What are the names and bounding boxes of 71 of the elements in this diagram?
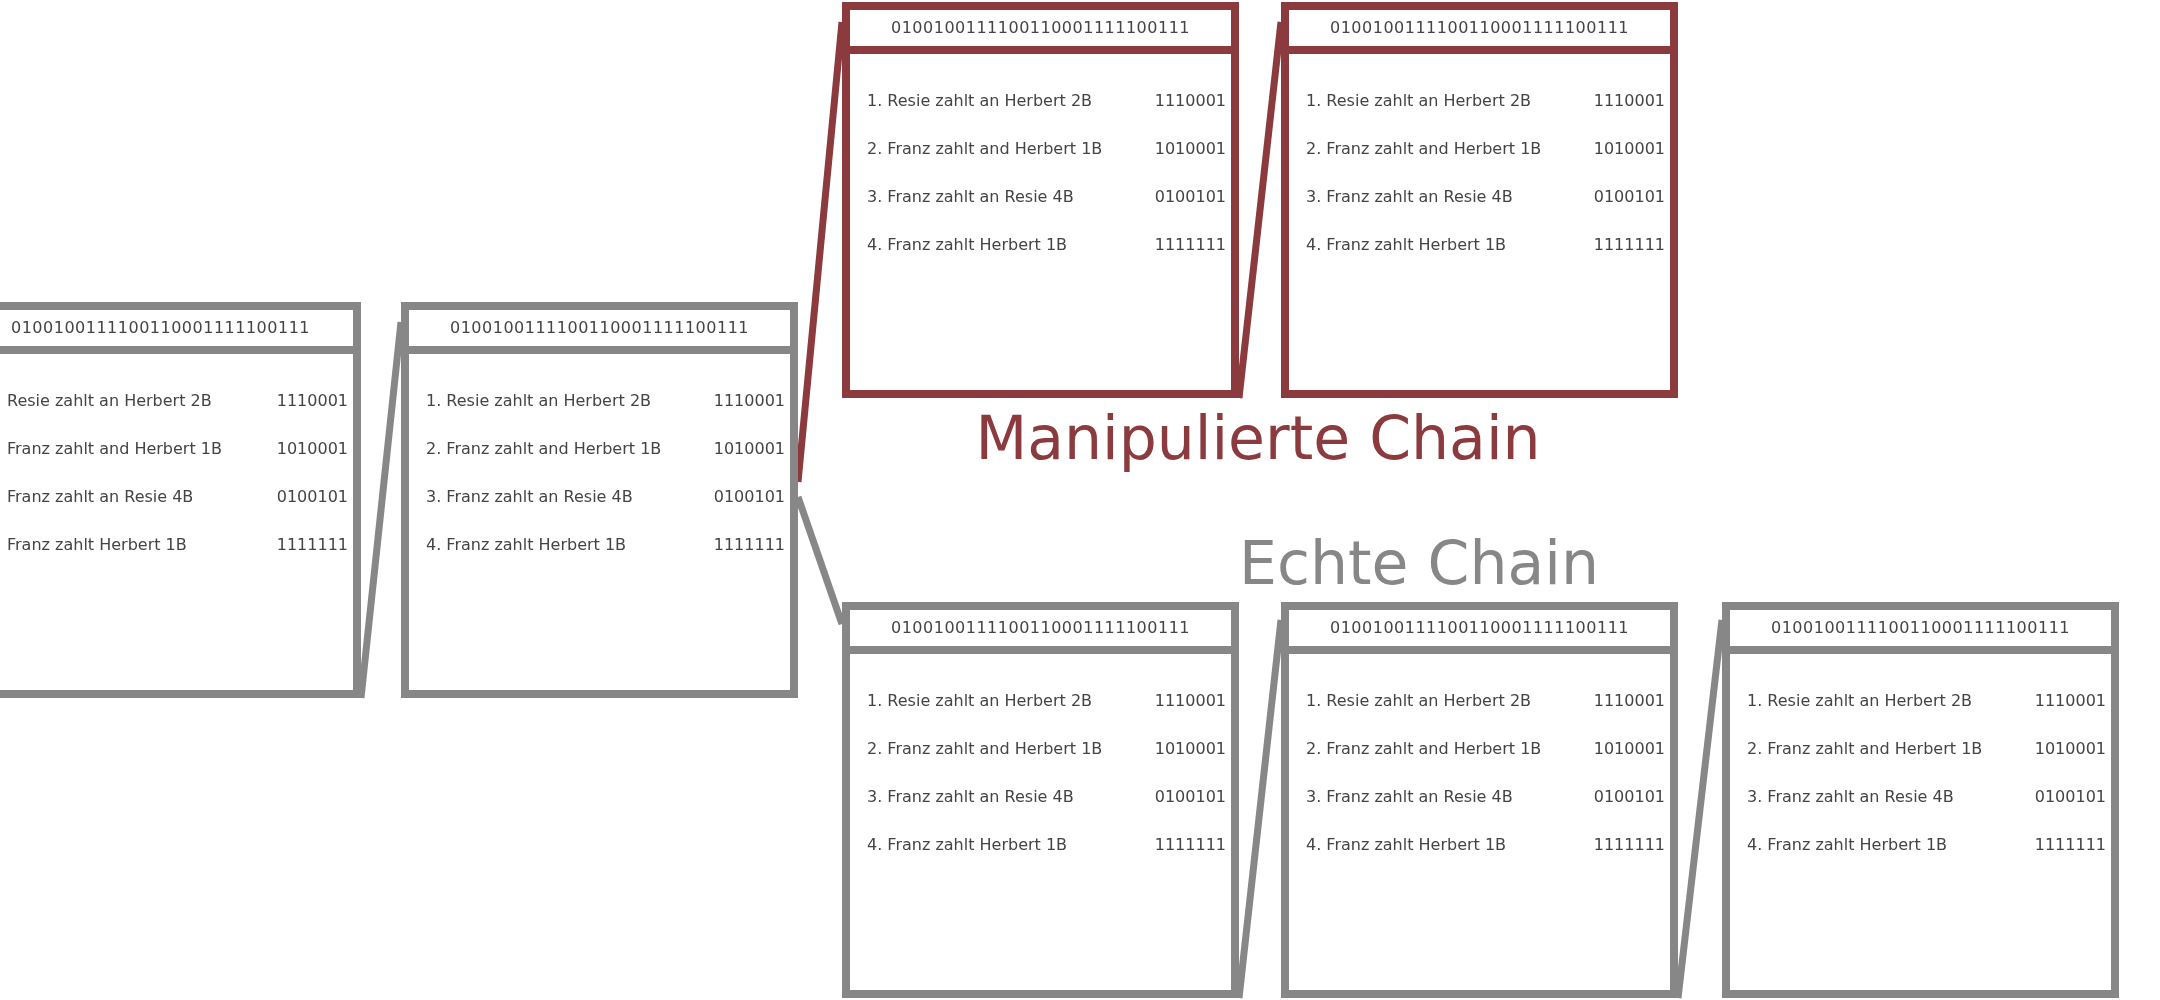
transaction-text: 4. Franz zahlt Herbert 1B [1306,834,1507,856]
transaction-text: 1. Resie zahlt an Herbert 2B [1306,90,1532,112]
transaction-text: 2. Franz zahlt and Herbert 1B [867,138,1103,160]
block-box [1281,602,1678,998]
transaction-hash: 1111111 [1593,234,1665,256]
block-hash: 0100100111100110001111100111 [1330,617,1629,639]
transaction-hash: 1110001 [1593,90,1665,112]
transaction-text: 2. Franz zahlt and Herbert 1B [1747,738,1983,760]
block-hash: 0100100111100110001111100111 [891,17,1190,39]
transaction-hash: 0100101 [1154,186,1226,208]
transaction-text: Resie zahlt an Herbert 2B [7,390,212,412]
block-box [842,602,1239,998]
block-hash: 0100100111100110001111100111 [11,317,310,339]
transaction-hash: 1010001 [1154,738,1226,760]
block-box [842,2,1239,398]
transaction-hash: 1010001 [2034,738,2106,760]
transaction-hash: 1010001 [276,438,348,460]
transaction-hash: 1010001 [1593,738,1665,760]
transaction-text: 4. Franz zahlt Herbert 1B [867,234,1068,256]
transaction-hash: 1110001 [1593,690,1665,712]
transaction-text: Franz zahlt Herbert 1B [7,534,187,556]
transaction-hash: 0100101 [1154,786,1226,808]
transaction-text: 1. Resie zahlt an Herbert 2B [1747,690,1973,712]
block-hash: 0100100111100110001111100111 [891,617,1190,639]
transaction-text: 3. Franz zahlt an Resie 4B [867,186,1074,208]
transaction-hash: 1111111 [1154,834,1226,856]
transaction-hash: 1110001 [1154,90,1226,112]
transaction-text: 3. Franz zahlt an Resie 4B [867,786,1074,808]
transaction-text: 2. Franz zahlt and Herbert 1B [867,738,1103,760]
transaction-text: 1. Resie zahlt an Herbert 2B [426,390,652,412]
transaction-text: Franz zahlt an Resie 4B [7,486,194,508]
transaction-text: 4. Franz zahlt Herbert 1B [867,834,1068,856]
transaction-text: Franz zahlt and Herbert 1B [7,438,222,460]
transaction-hash: 1010001 [713,438,785,460]
transaction-hash: 1111111 [1154,234,1226,256]
transaction-hash: 1111111 [1593,834,1665,856]
transaction-hash: 1110001 [2034,690,2106,712]
chain-title: Echte Chain [1239,533,1599,593]
transaction-hash: 1010001 [1154,138,1226,160]
transaction-text: 1. Resie zahlt an Herbert 2B [867,90,1093,112]
block-hash: 0100100111100110001111100111 [1330,17,1629,39]
transaction-text: 2. Franz zahlt and Herbert 1B [1306,738,1542,760]
transaction-hash: 1110001 [713,390,785,412]
transaction-hash: 0100101 [713,486,785,508]
block-hash: 0100100111100110001111100111 [1771,617,2070,639]
transaction-hash: 0100101 [1593,786,1665,808]
block-box [1281,2,1678,398]
transaction-text: 4. Franz zahlt Herbert 1B [1306,234,1507,256]
transaction-hash: 0100101 [1593,186,1665,208]
transaction-hash: 0100101 [276,486,348,508]
transaction-text: 2. Franz zahlt and Herbert 1B [426,438,662,460]
transaction-text: 4. Franz zahlt Herbert 1B [1747,834,1948,856]
transaction-text: 3. Franz zahlt an Resie 4B [1306,786,1513,808]
transaction-text: 1. Resie zahlt an Herbert 2B [867,690,1093,712]
block-box [0,302,361,698]
transaction-hash: 1010001 [1593,138,1665,160]
transaction-hash: 1111111 [2034,834,2106,856]
transaction-hash: 0100101 [2034,786,2106,808]
transaction-hash: 1110001 [276,390,348,412]
block-hash: 0100100111100110001111100111 [450,317,749,339]
transaction-hash: 1111111 [713,534,785,556]
transaction-text: 3. Franz zahlt an Resie 4B [426,486,633,508]
transaction-text: 2. Franz zahlt and Herbert 1B [1306,138,1542,160]
transaction-text: 3. Franz zahlt an Resie 4B [1306,186,1513,208]
transaction-text: 3. Franz zahlt an Resie 4B [1747,786,1954,808]
transaction-hash: 1111111 [276,534,348,556]
block-box [401,302,798,698]
transaction-hash: 1110001 [1154,690,1226,712]
block-box [1722,602,2119,998]
transaction-text: 1. Resie zahlt an Herbert 2B [1306,690,1532,712]
transaction-text: 4. Franz zahlt Herbert 1B [426,534,627,556]
